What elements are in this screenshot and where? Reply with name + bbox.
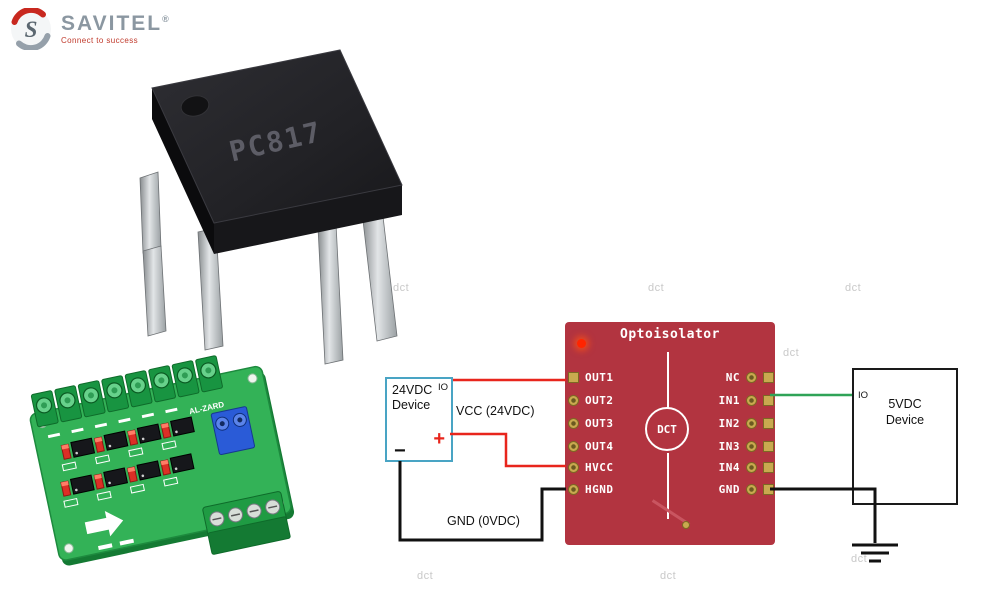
savitel-logo: S SAVITEL® Connect to success [10,8,169,50]
pin-row-in3: IN3 [719,438,774,454]
input-terminal-row [30,354,224,428]
device-24vdc: 24VDC Device IO + − [385,377,453,462]
brand-name: SAVITEL® [61,12,169,35]
center-trace-top [667,352,669,409]
pad-in3 [746,440,757,452]
pin-row-nc: NC [726,369,774,385]
device-5vdc-io-label: IO [858,390,869,401]
power-led [577,339,586,348]
watermark: dct [845,282,862,294]
chip-body: PC817 [151,49,403,254]
pin-row-out1: OUT1 [568,369,614,385]
pcb-board: AL-ZARD [29,354,295,566]
watermark: dct [648,282,665,294]
pin-row-out2: OUT2 [568,392,614,408]
device-5vdc: IO 5VDC Device [852,368,958,505]
edge-pad-in1 [763,394,774,406]
pin-row-hvcc: HVCC [568,459,614,475]
red-wires [450,378,566,468]
watermark: dct [393,282,410,294]
wire-plus-to-hvcc [450,432,566,468]
edge-pad-gnd [763,483,774,495]
watermark: dct [417,570,434,582]
chip-pin1-dimple [180,95,210,117]
wire-minus-to-hgnd [398,461,566,542]
plus-terminal: + [433,428,445,450]
pin-row-in4: IN4 [719,459,774,475]
pin-row-in2: IN2 [719,415,774,431]
pad-gnd [746,483,757,495]
pad-out4 [568,440,579,452]
vcc-wire-label: VCC (24VDC) [456,404,535,418]
pad-in4 [746,461,757,473]
edge-pad-nc [763,371,774,383]
dct-circle: DCT [645,407,689,451]
center-trace-bottom [667,453,669,519]
optoisolator-board: Optoisolator OUT1 OUT2 OUT3 OUT4 HVCC HG… [565,322,775,545]
silkscreen-marks [47,407,178,551]
optocoupler-chip-photo: PC817 [139,49,403,365]
gold-via [682,521,690,529]
pad-out3 [568,417,579,429]
brand-tagline: Connect to success [61,36,139,45]
pin-row-out4: OUT4 [568,438,614,454]
optocoupler-ics-row-a [60,416,195,460]
edge-pad-in2 [763,417,774,429]
savitel-logo-icon: S [11,8,51,50]
pin-row-out3: OUT3 [568,415,614,431]
pcb-brand-label: AL-ZARD [188,400,225,416]
pad-in1 [746,394,757,406]
chip-legs [139,171,398,365]
pad-nc [746,371,757,383]
isolation-module-photo: AL-ZARD [29,354,295,566]
device-24vdc-io-label: IO [437,382,448,393]
watermark: dct [660,570,677,582]
logo-letter: S [25,17,38,42]
pad-in2 [746,417,757,429]
arrow-silkscreen [84,510,124,537]
chip-marking: PC817 [226,115,325,168]
pin-row-in1: IN1 [719,392,774,408]
pad-hgnd [568,483,579,495]
pad-hvcc [568,461,579,473]
pad-out2 [568,394,579,406]
gnd-wire-label: GND (0VDC) [447,514,520,528]
optocoupler-ics-row-b [60,453,195,497]
watermark: dct [783,347,800,359]
edge-pad-in3 [763,440,774,452]
pad-out1 [568,371,579,383]
edge-pad-in4 [763,461,774,473]
registered-mark: ® [162,14,169,24]
board-title: Optoisolator [620,327,720,342]
device-5vdc-label: 5VDC Device [885,397,925,427]
minus-terminal: − [394,440,406,462]
resistor-silkscreen [61,440,179,508]
output-terminal-block [202,491,291,555]
blue-terminal-block [210,406,256,456]
logo-text-block: SAVITEL® Connect to success [61,8,169,46]
watermark: dct [851,553,868,565]
device-24vdc-label: 24VDC Device [392,383,433,412]
pin-row-gnd: GND [719,481,774,497]
pin-row-hgnd: HGND [568,481,614,497]
